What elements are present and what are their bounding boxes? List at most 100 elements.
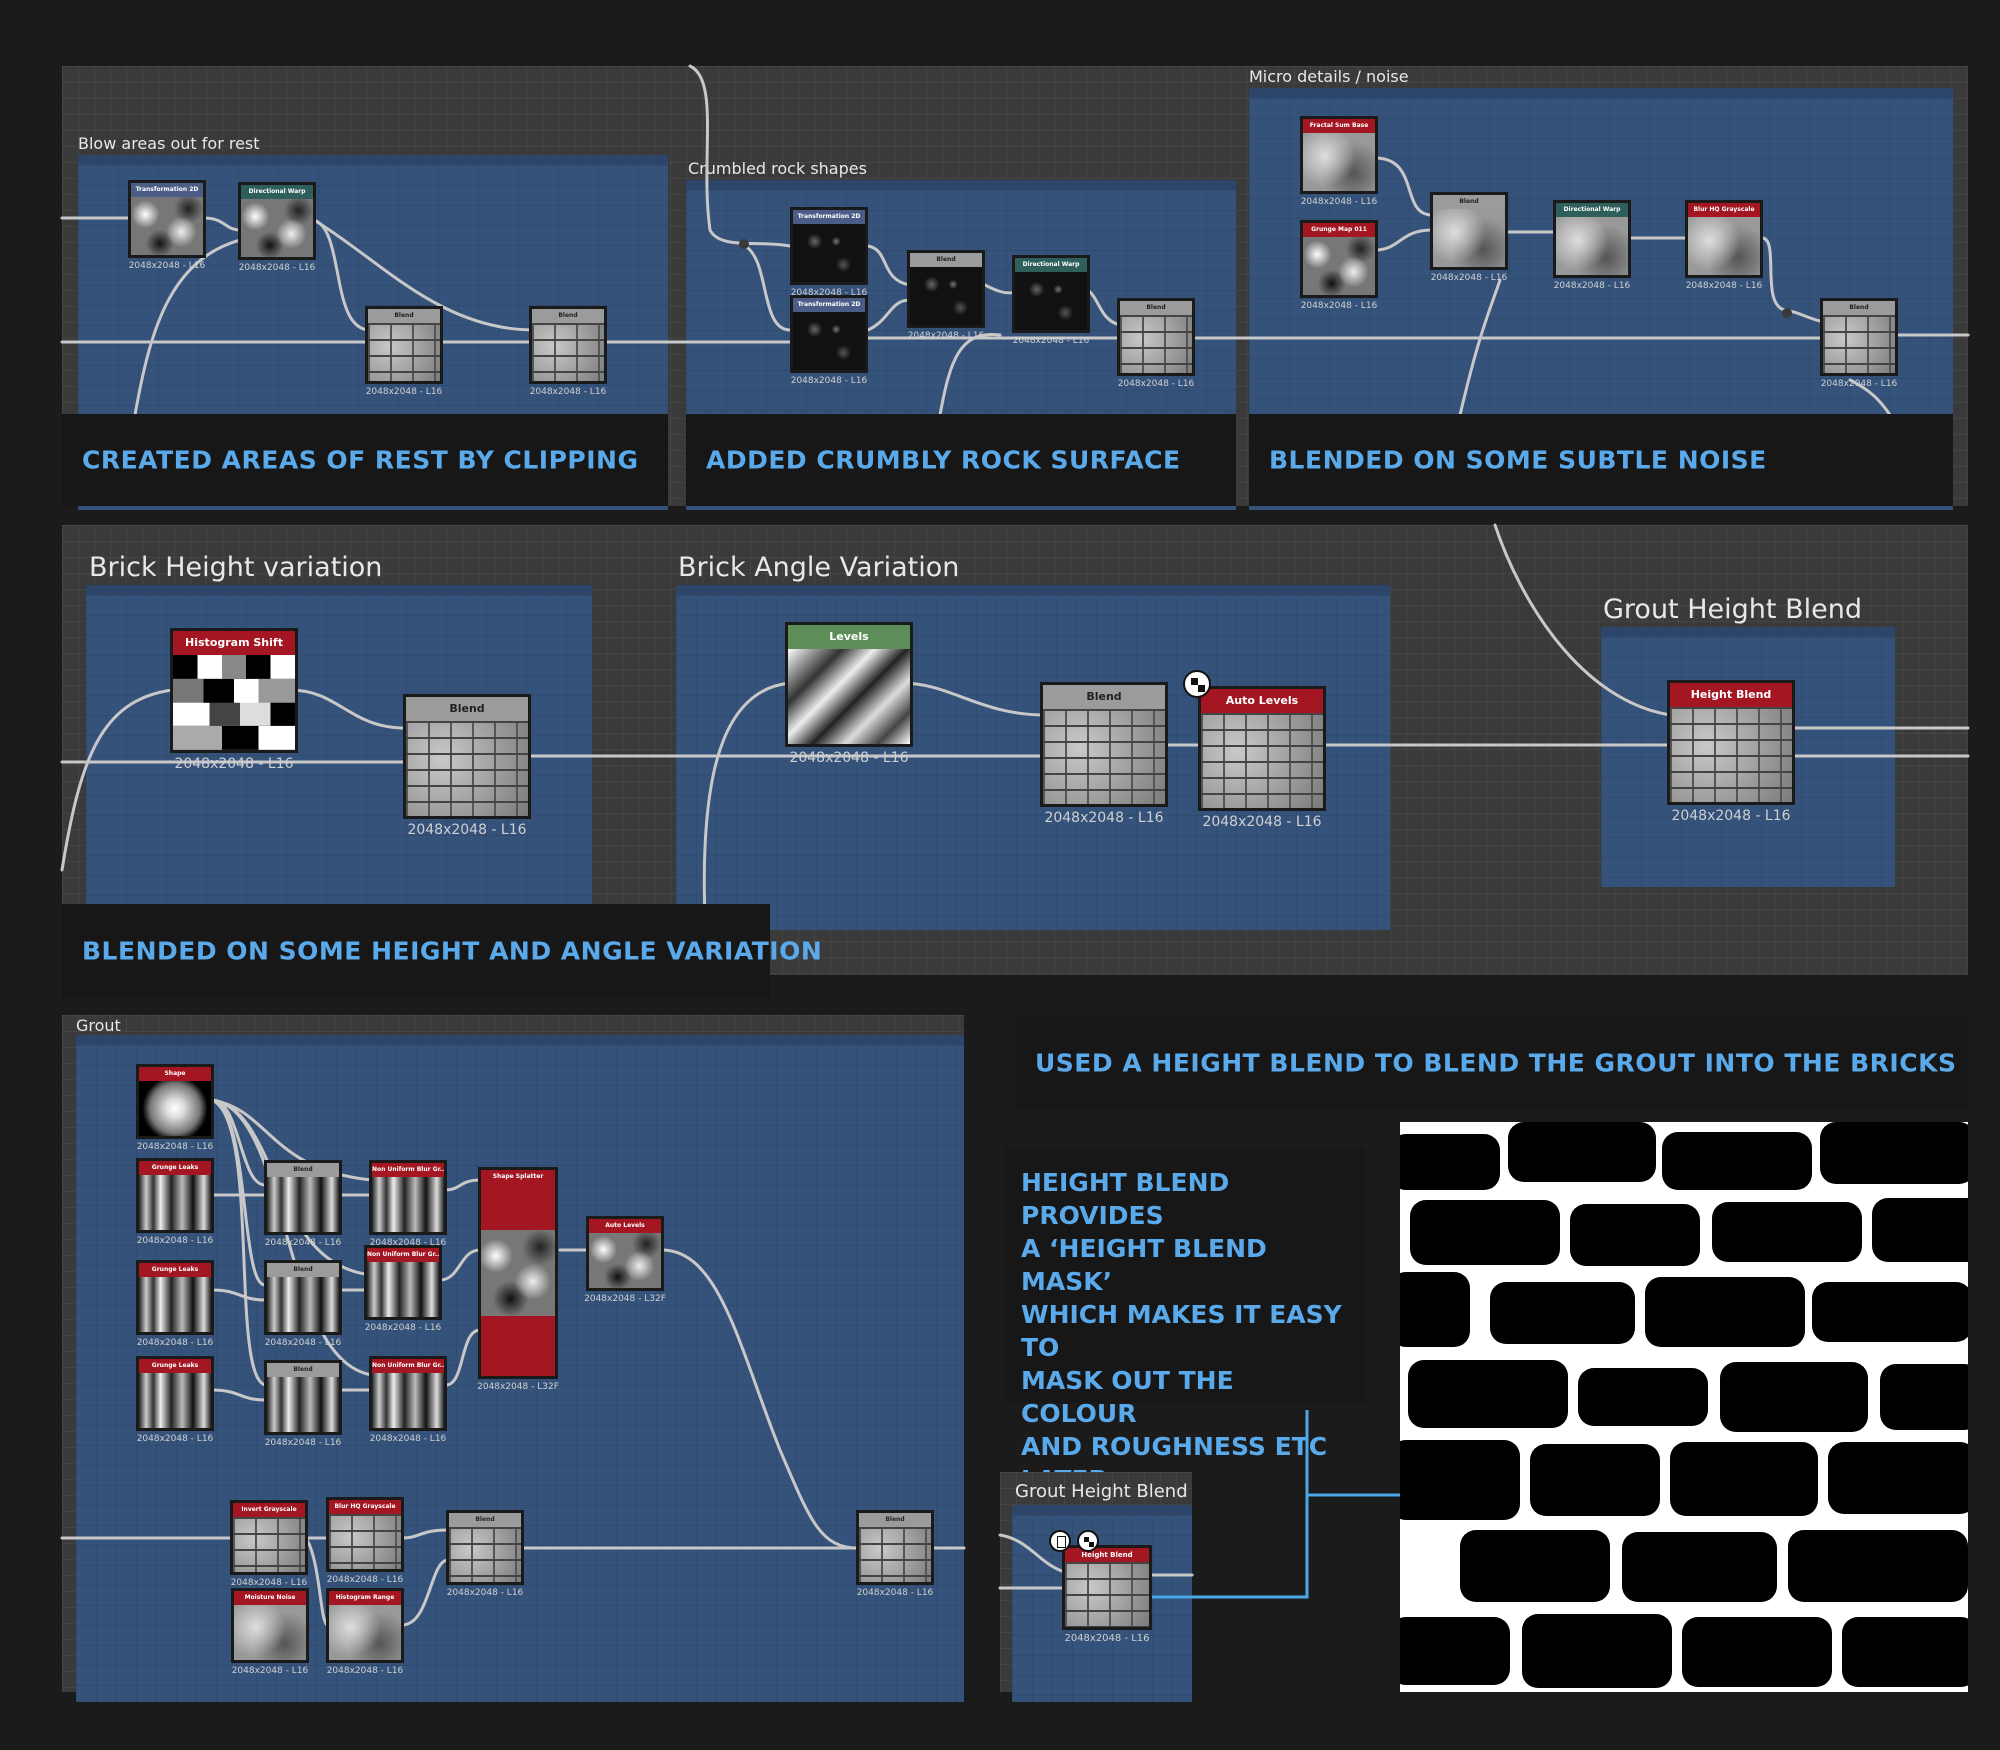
node-title: Blend: [532, 309, 604, 323]
node-resolution: 2048x2048 - L16: [369, 1238, 447, 1248]
frame-grout-height-blend-inset[interactable]: [1012, 1505, 1192, 1702]
node-transformation-2d-2[interactable]: Transformation 2D 2048x2048 - L16: [790, 207, 868, 298]
node-height-blend[interactable]: Height Blend 2048x2048 - L16: [1667, 680, 1795, 824]
document-icon[interactable]: [1049, 1530, 1071, 1552]
node-resolution: 2048x2048 - L16: [1300, 197, 1378, 207]
node-title: Directional Warp: [241, 185, 313, 199]
node-resolution: 2048x2048 - L16: [174, 756, 294, 772]
node-blend-6[interactable]: Blend 2048x2048 - L16: [1820, 298, 1898, 389]
node-title: Blend: [267, 1363, 339, 1377]
node-thumbnail: [1556, 217, 1628, 275]
node-title: Histogram Range: [329, 1591, 401, 1605]
node-auto-levels-grout[interactable]: Auto Levels 2048x2048 - L32F: [584, 1216, 666, 1304]
node-resolution: 2048x2048 - L16: [1685, 281, 1763, 291]
node-thumbnail: [788, 649, 910, 744]
node-blend-g5[interactable]: Blend 2048x2048 - L16: [856, 1510, 934, 1598]
node-resolution: 2048x2048 - L16: [856, 1588, 934, 1598]
node-thumbnail: [173, 655, 295, 750]
node-shape[interactable]: Shape 2048x2048 - L16: [136, 1064, 214, 1152]
node-thumbnail: [589, 1233, 661, 1288]
node-title: Transformation 2D: [793, 298, 865, 312]
node-title: Grunge Leaks: [139, 1263, 211, 1277]
node-resolution: 2048x2048 - L16: [326, 1575, 404, 1585]
frame-label-micro-details: Micro details / noise: [1249, 67, 1409, 86]
node-resolution: 2048x2048 - L16: [1553, 281, 1631, 291]
node-thumbnail: [1303, 133, 1375, 191]
node-title: Blend: [1823, 301, 1895, 315]
node-resolution: 2048x2048 - L16: [446, 1588, 524, 1598]
node-thumbnail: [267, 1177, 339, 1232]
node-height-blend-inset[interactable]: Height Blend 2048x2048 - L16: [1062, 1545, 1152, 1644]
node-blend-height[interactable]: Blend 2048x2048 - L16: [403, 694, 531, 838]
node-resolution: 2048x2048 - L16: [790, 376, 868, 386]
node-thumbnail: [241, 199, 313, 257]
node-blend-4[interactable]: Blend 2048x2048 - L16: [1117, 298, 1195, 389]
node-title: Invert Grayscale: [233, 1503, 305, 1517]
checker-icon[interactable]: [1183, 670, 1211, 698]
node-resolution: 2048x2048 - L16: [365, 387, 443, 397]
node-blur-hq-grout[interactable]: Blur HQ Grayscale 2048x2048 - L16: [326, 1497, 404, 1585]
node-blend-g4[interactable]: Blend 2048x2048 - L16: [446, 1510, 524, 1598]
node-title: Non Uniform Blur Gr...: [367, 1248, 439, 1262]
node-levels[interactable]: Levels 2048x2048 - L16: [785, 622, 913, 766]
node-title: Blend: [859, 1513, 931, 1527]
node-blend-g1[interactable]: Blend 2048x2048 - L16: [264, 1160, 342, 1248]
node-title: Blend: [1120, 301, 1192, 315]
node-histogram-range[interactable]: Histogram Range 2048x2048 - L16: [326, 1588, 404, 1676]
node-resolution: 2048x2048 - L16: [1202, 814, 1322, 830]
node-thumbnail: [367, 1262, 439, 1317]
node-thumbnail: [1688, 217, 1760, 275]
node-grunge-leaks-3[interactable]: Grunge Leaks 2048x2048 - L16: [136, 1356, 214, 1444]
node-resolution: 2048x2048 - L16: [1671, 808, 1791, 824]
node-title: Transformation 2D: [793, 210, 865, 224]
node-thumbnail: [329, 1605, 401, 1660]
node-blend-5[interactable]: Blend 2048x2048 - L16: [1430, 192, 1508, 283]
node-non-uniform-blur-2[interactable]: Non Uniform Blur Gr... 2048x2048 - L16: [364, 1245, 442, 1333]
node-shape-splatter[interactable]: Shape Splatter 2048x2048 - L32F: [477, 1167, 559, 1392]
node-title: Shape: [139, 1067, 211, 1081]
node-grunge-map[interactable]: Grunge Map 011 2048x2048 - L16: [1300, 220, 1378, 311]
node-blur-hq-grayscale[interactable]: Blur HQ Grayscale 2048x2048 - L16: [1685, 200, 1763, 291]
node-resolution: 2048x2048 - L16: [1044, 810, 1164, 826]
node-resolution: 2048x2048 - L16: [789, 750, 909, 766]
node-histogram-shift[interactable]: Histogram Shift 2048x2048 - L16: [170, 628, 298, 772]
node-thumbnail: [139, 1081, 211, 1136]
node-resolution: 2048x2048 - L16: [1820, 379, 1898, 389]
node-blend-angle[interactable]: Blend 2048x2048 - L16: [1040, 682, 1168, 826]
node-thumbnail: [532, 323, 604, 381]
node-directional-warp-2[interactable]: Directional Warp 2048x2048 - L16: [1012, 255, 1090, 346]
note-line: WHICH MAKES IT EASY TO: [1021, 1300, 1342, 1362]
node-title: Histogram Shift: [173, 631, 295, 655]
node-resolution: 2048x2048 - L16: [231, 1666, 309, 1676]
node-blend-g3[interactable]: Blend 2048x2048 - L16: [264, 1360, 342, 1448]
node-directional-warp-3[interactable]: Directional Warp 2048x2048 - L16: [1553, 200, 1631, 291]
node-blend-1[interactable]: Blend 2048x2048 - L16: [365, 306, 443, 397]
caption-clipping: CREATED AREAS OF REST BY CLIPPING: [62, 414, 668, 506]
middle-row-wires: [60, 523, 1970, 922]
node-transformation-2d-3[interactable]: Transformation 2D 2048x2048 - L16: [790, 295, 868, 386]
node-blend-3[interactable]: Blend 2048x2048 - L16: [907, 250, 985, 341]
node-fractal-sum-base[interactable]: Fractal Sum Base 2048x2048 - L16: [1300, 116, 1378, 207]
node-grunge-leaks-1[interactable]: Grunge Leaks 2048x2048 - L16: [136, 1158, 214, 1246]
checker-icon[interactable]: [1077, 1530, 1099, 1552]
node-directional-warp-1[interactable]: Directional Warp 2048x2048 - L16: [238, 182, 316, 273]
node-resolution: 2048x2048 - L16: [230, 1578, 308, 1588]
node-blend-g2[interactable]: Blend 2048x2048 - L16: [264, 1260, 342, 1348]
node-grunge-leaks-2[interactable]: Grunge Leaks 2048x2048 - L16: [136, 1260, 214, 1348]
node-resolution: 2048x2048 - L16: [238, 263, 316, 273]
node-moisture-noise[interactable]: Moisture Noise 2048x2048 - L16: [231, 1588, 309, 1676]
note-line: AND ROUGHNESS ETC: [1021, 1432, 1328, 1461]
node-auto-levels[interactable]: Auto Levels 2048x2048 - L16: [1198, 686, 1326, 830]
height-blend-mask-preview: [1400, 1122, 1968, 1692]
node-transformation-2d-1[interactable]: Transformation 2D 2048x2048 - L16: [128, 180, 206, 271]
node-non-uniform-blur-3[interactable]: Non Uniform Blur Gr... 2048x2048 - L16: [369, 1356, 447, 1444]
node-thumbnail: [267, 1277, 339, 1332]
node-non-uniform-blur-1[interactable]: Non Uniform Blur Gr... 2048x2048 - L16: [369, 1160, 447, 1248]
node-invert-grayscale[interactable]: Invert Grayscale 2048x2048 - L16: [230, 1500, 308, 1588]
node-blend-2[interactable]: Blend 2048x2048 - L16: [529, 306, 607, 397]
node-title: Blend: [267, 1163, 339, 1177]
node-title: Levels: [788, 625, 910, 649]
note-line: A ‘HEIGHT BLEND MASK’: [1021, 1234, 1267, 1296]
